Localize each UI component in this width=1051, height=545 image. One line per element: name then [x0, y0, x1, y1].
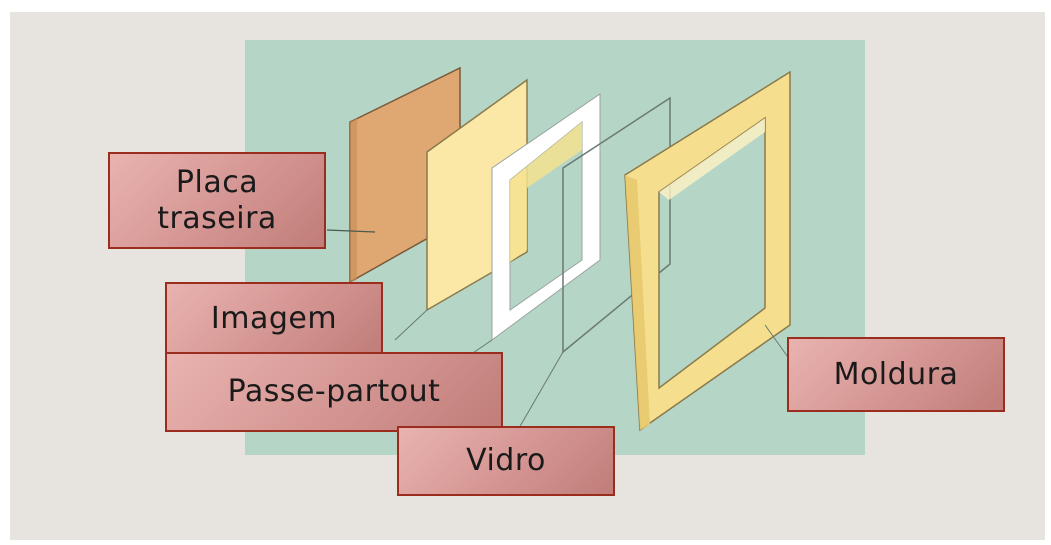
label-placa-line2: traseira	[157, 200, 277, 236]
label-vidro: Vidro	[397, 426, 615, 496]
label-imagem-text: Imagem	[210, 300, 338, 336]
exploded-frame-svg	[326, 66, 791, 436]
label-moldura: Moldura	[787, 337, 1005, 412]
label-passe-partout: Passe-partout	[165, 352, 503, 432]
label-moldura-text: Moldura	[833, 356, 959, 392]
glass-panel	[514, 96, 671, 436]
frame-assembly-illustration	[245, 40, 865, 455]
passe-partout-panel	[469, 93, 601, 356]
frame-molding	[624, 70, 791, 432]
label-placa-traseira: Placa traseira	[108, 152, 326, 249]
label-placa-line1: Placa	[175, 165, 259, 201]
label-passe-partout-text: Passe-partout	[227, 374, 441, 410]
label-imagem: Imagem	[165, 282, 383, 355]
backboard-leader-line	[326, 229, 376, 233]
label-vidro-text: Vidro	[466, 443, 546, 479]
